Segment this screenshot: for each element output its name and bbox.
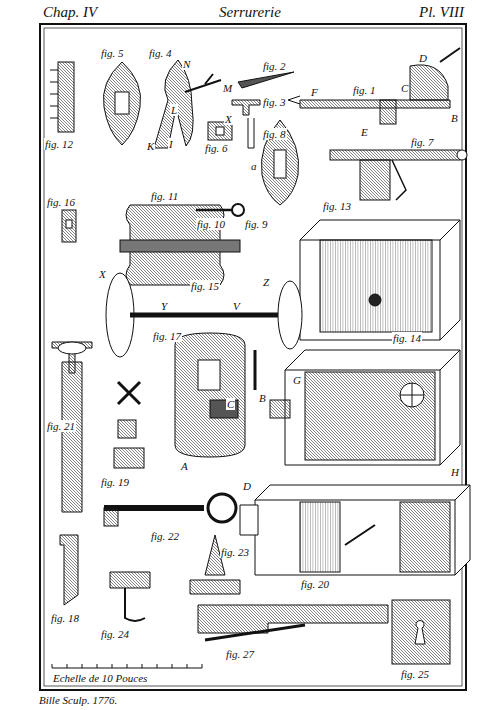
callout-letter: a	[250, 160, 258, 172]
figure-number: fig. 15	[190, 280, 220, 292]
callout-letter: B	[258, 392, 267, 404]
callout-letter: D	[242, 480, 252, 492]
figure-number: fig. 6	[204, 142, 229, 154]
figure-number: fig. 8	[262, 128, 287, 140]
figure-number: fig. 21	[46, 420, 76, 432]
header-text: Pl. VIII	[418, 4, 465, 21]
callout-letter: H	[450, 466, 460, 478]
figure-number: fig. 1	[352, 84, 377, 96]
callout-letter: I	[168, 138, 174, 150]
callout-letter: G	[292, 374, 302, 386]
figure-number: fig. 16	[46, 196, 76, 208]
callout-letter: X	[224, 113, 233, 125]
callout-letter: F	[310, 86, 319, 98]
callout-letter: L	[170, 104, 178, 116]
callout-letter: D	[418, 52, 428, 64]
callout-letter: B	[450, 112, 459, 124]
figure-number: fig. 10	[196, 218, 226, 230]
figure-number: fig. 4	[148, 47, 173, 59]
figure-number: fig. 23	[220, 546, 250, 558]
callout-letter: K	[146, 140, 155, 152]
figure-number: fig. 2	[262, 60, 287, 72]
callout-letter: C	[226, 398, 235, 410]
callout-letter: V	[232, 300, 241, 312]
callout-letter: E	[360, 126, 369, 138]
figure-number: fig. 7	[410, 136, 435, 148]
figure-number: fig. 11	[150, 190, 179, 202]
plate-title: Serrurerie	[218, 4, 282, 21]
callout-letter: N	[182, 58, 191, 70]
callout-letter: A	[180, 460, 189, 472]
note-text: Bille Sculp. 1776.	[38, 694, 118, 706]
callout-letter: X	[98, 268, 107, 280]
figure-number: fig. 9	[244, 218, 269, 230]
header-text: Chap. IV	[42, 4, 98, 21]
figure-number: fig. 20	[300, 578, 330, 590]
figure-number: fig. 17	[152, 330, 182, 342]
figure-number: fig. 5	[100, 47, 125, 59]
callout-letter: Y	[160, 300, 168, 312]
figure-number: fig. 25	[400, 668, 430, 680]
figure-number: fig. 12	[44, 138, 74, 150]
note-text: Echelle de 10 Pouces	[52, 672, 148, 684]
figure-number: fig. 24	[100, 628, 130, 640]
callout-letter: Z	[262, 276, 270, 288]
figure-number: fig. 13	[322, 200, 352, 212]
figure-number: fig. 22	[150, 530, 180, 542]
figure-number: fig. 14	[392, 332, 422, 344]
callout-letter: C	[400, 82, 409, 94]
figure-number: fig. 27	[225, 648, 255, 660]
figure-number: fig. 3	[262, 96, 287, 108]
figure-number: fig. 18	[50, 612, 80, 624]
figure-number: fig. 19	[100, 476, 130, 488]
callout-letter: M	[222, 82, 233, 94]
